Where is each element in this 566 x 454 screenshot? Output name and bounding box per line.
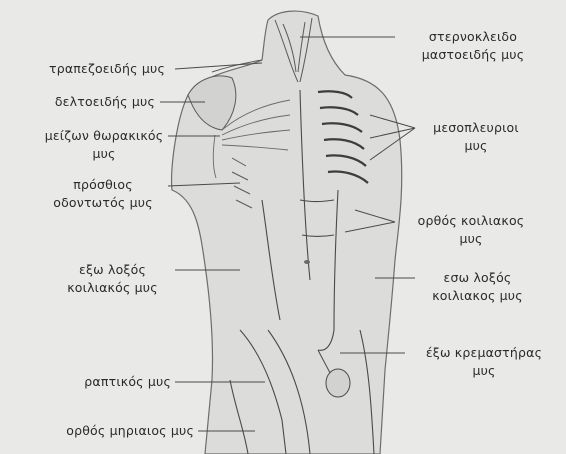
label-serratus-line1: πρόσθιος [38,177,168,193]
navel [304,260,310,264]
torso-outline [172,11,402,454]
label-intercostal-line2: μυς [416,138,536,154]
label-sternocleido-line2: μαστοειδής μυς [398,47,548,63]
label-pectoralis-line2: μυς [34,146,174,162]
label-cremaster-line1: έξω κρεμαστήρας [404,345,564,361]
label-rectus-femoris: ορθός μηριαιος μυς [66,423,194,439]
label-cremaster-line2: μυς [404,363,564,379]
label-intercostal-line1: μεσοπλευριοι [416,120,536,136]
label-deltoid: δελτοειδής μυς [55,94,155,110]
scrotum-outline [326,369,350,397]
label-external-oblique-line1: εξω λοξός [50,262,175,278]
label-pectoralis-line1: μείζων θωρακικός [34,128,174,144]
label-serratus-line2: οδοντωτός μυς [38,195,168,211]
label-internal-oblique-line1: εσω λοξός [410,270,545,286]
label-sartorius: ραπτικός μυς [84,374,171,390]
label-rectus-abdominis-line1: ορθός κοιλιακος [396,213,546,229]
label-internal-oblique-line2: κοιλιακος μυς [410,288,545,304]
label-external-oblique-line2: κοιλιακός μυς [50,280,175,296]
label-rectus-abdominis-line2: μυς [396,231,546,247]
label-sternocleido-line1: στερνοκλειδο [398,29,548,45]
label-trapezius: τραπεζοειδής μυς [49,61,165,77]
